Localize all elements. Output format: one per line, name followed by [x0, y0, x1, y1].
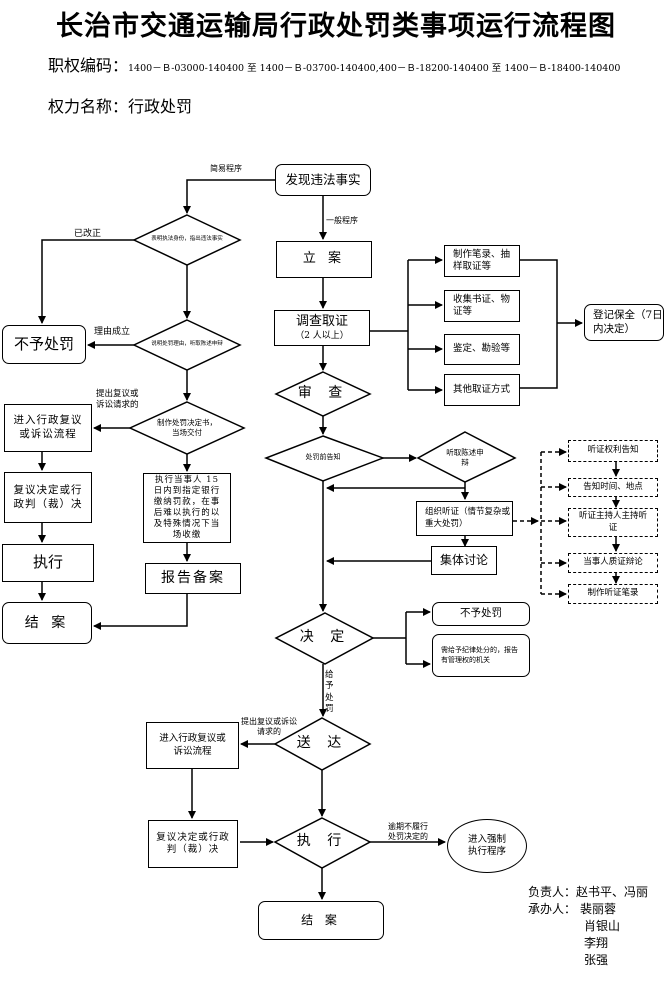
- review-left-box: 进入行政复议或诉讼流程: [4, 404, 92, 452]
- responsible-names: 赵书平、冯丽: [576, 885, 649, 899]
- handler-name: 裴丽蓉: [580, 902, 617, 916]
- file-case-box: 立 案: [276, 241, 372, 278]
- no-penalty-right-box: 不予处罚: [432, 602, 530, 626]
- authority-code: 职权编码：1400－Ｂ-03000-140400 至 1400－Ｂ-03700-…: [48, 52, 620, 76]
- enforce-ellipse: 进入强制执行程序: [447, 819, 527, 873]
- evidence-box-3: 鉴定、勘验等: [444, 334, 520, 365]
- review-result-left-box: 复议决定或行政判（裁）决: [4, 472, 92, 523]
- authority-code-label: 职权编码：: [48, 56, 129, 75]
- simple-id-text: 表明执法身份，指出违法事实: [151, 236, 223, 243]
- responsible-label: 负责人：: [528, 885, 577, 899]
- examine-text: 审 查: [297, 385, 349, 402]
- report-file-box: 报告备案: [145, 563, 241, 594]
- handler-name: 肖银山: [584, 919, 621, 933]
- handler-name: 张强: [584, 953, 609, 967]
- deliver-text: 送 达: [296, 735, 348, 752]
- label-corrected: 已改正: [74, 229, 102, 239]
- pay-fine-box: 执行当事人 15 日内到指定银行缴纳罚款，在事后难以执行的以及特殊情况下当场收缴: [143, 473, 231, 543]
- investigate-sub: （2 人以上）: [295, 330, 349, 341]
- handler-row: 承办人：裴丽蓉: [528, 901, 648, 918]
- handler-name: 李翔: [584, 936, 609, 950]
- responsible-row: 负责人：赵书平、冯丽: [528, 884, 648, 901]
- investigate-box: 调查取证 （2 人以上）: [274, 310, 370, 346]
- power-name-value: 行政处罚: [128, 97, 193, 116]
- label-simple-procedure: 简易程序: [210, 164, 242, 173]
- label-appeal-left: 提出复议或诉讼请求的: [96, 389, 139, 411]
- pre-notice-text: 处罚前告知: [305, 453, 341, 462]
- investigate-title: 调查取证: [295, 313, 348, 329]
- no-penalty-left-box: 不予处罚: [2, 325, 86, 364]
- review-result-bottom-box: 复议决定或行政判（裁）决: [148, 820, 238, 868]
- hearing-step-5: 制作听证笔录: [568, 584, 658, 604]
- hearing-step-3: 听证主持人主持听证: [568, 508, 658, 537]
- hearing-step-1: 听证权利告知: [568, 440, 658, 462]
- hearing-step-2: 告知时间、地点: [568, 478, 658, 497]
- page-title: 长治市交通运输局行政处罚类事项运行流程图: [56, 11, 616, 42]
- label-appeal-bottom: 提出复议或诉讼请求的: [241, 717, 297, 737]
- diamond-decide: [274, 612, 375, 665]
- collective-discussion-box: 集体讨论: [431, 546, 497, 575]
- power-name: 权力名称：行政处罚: [48, 93, 192, 117]
- evidence-box-1: 制作笔录、抽样取证等: [444, 245, 520, 277]
- power-name-label: 权力名称：: [48, 97, 129, 116]
- decide-text: 决 定: [299, 629, 351, 646]
- evidence-box-4: 其他取证方式: [444, 374, 520, 406]
- authority-code-value: 1400－Ｂ-03000-140400 至 1400－Ｂ-03700-14040…: [128, 63, 621, 74]
- label-general-procedure: 一般程序: [326, 216, 358, 225]
- hearing-box: 组织听证（情节复杂或重大处罚）: [416, 501, 513, 536]
- review-bottom-box: 进入行政复议或诉讼流程: [146, 722, 239, 769]
- simple-reason-text: 说明处罚理由，听取陈述申辩: [151, 341, 223, 348]
- handler-label: 承办人：: [528, 902, 577, 916]
- simple-decision-text: 制作处罚决定书，当场交付: [157, 417, 217, 438]
- discipline-box: 需给予纪律处分的，报告有管理权的机关: [432, 634, 530, 677]
- hearing-step-4: 当事人质证辩论: [568, 553, 658, 573]
- evidence-box-2: 收集书证、物证等: [444, 290, 520, 322]
- signature-block: 负责人：赵书平、冯丽 承办人：裴丽蓉 肖银山 李翔 张强: [528, 884, 648, 969]
- label-reason-valid: 理由成立: [94, 327, 131, 337]
- execute-left-box: 执行: [2, 544, 94, 582]
- execute-text: 执 行: [296, 833, 348, 850]
- preserve-box: 登记保全（7日内决定）: [584, 304, 664, 341]
- close-box: 结 案: [258, 901, 384, 940]
- discover-box: 发现违法事实: [275, 164, 371, 196]
- label-give-penalty: 给予处罚: [325, 670, 334, 715]
- hear-statement-text: 听取陈述申辩: [446, 447, 484, 468]
- close-left-box: 结 案: [2, 602, 92, 644]
- label-overdue: 逾期不履行处罚决定的: [388, 822, 428, 842]
